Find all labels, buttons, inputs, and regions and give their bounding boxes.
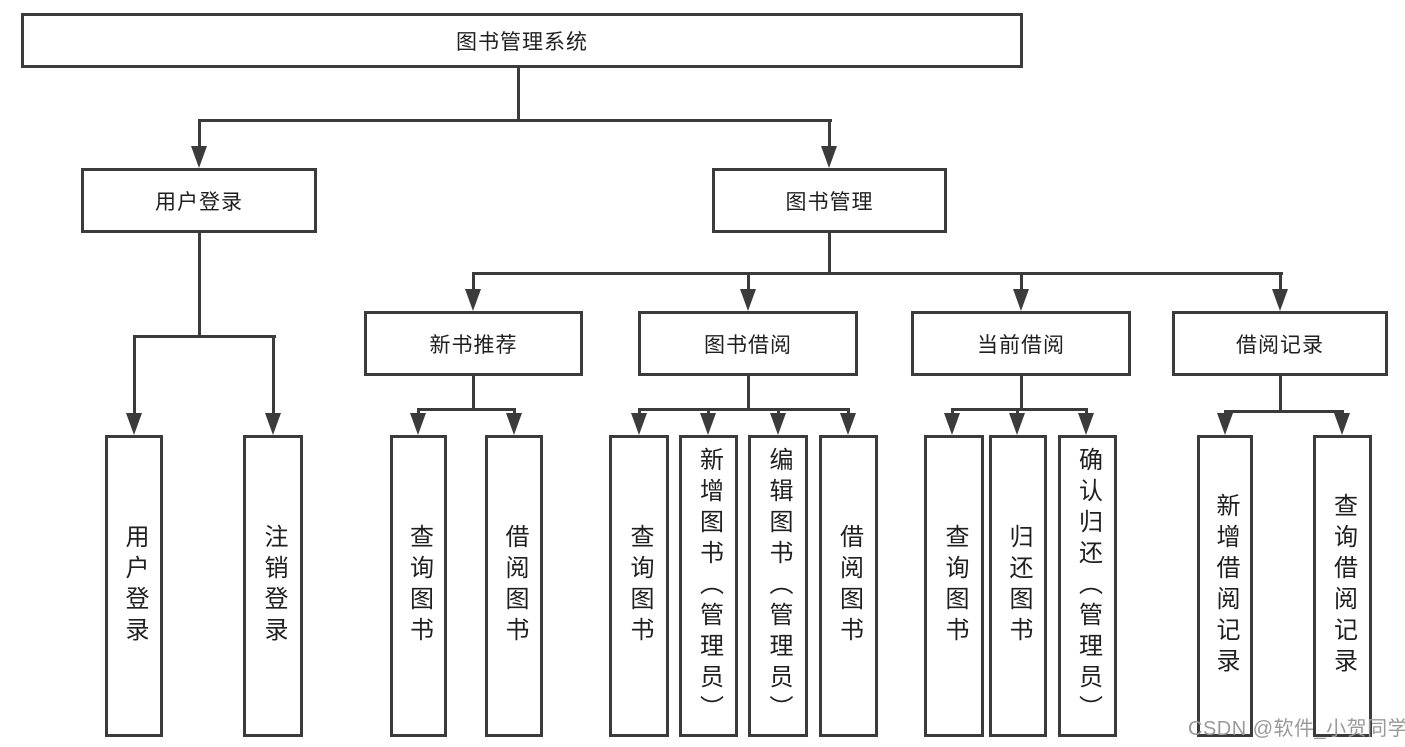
leaf-return-books-label: 归还图书: [1005, 524, 1032, 648]
leaf-query-borrow-record: 查询借阅记录: [1313, 435, 1372, 737]
arrowhead-leaf-edit-books: [770, 413, 786, 435]
node-borrow-records: 借阅记录: [1172, 311, 1388, 376]
leaf-query-books-borrow-label: 查询图书: [626, 524, 653, 648]
leaf-query-books-current-label: 查询图书: [941, 524, 968, 648]
connector-to-leaf-user-login: [133, 335, 136, 415]
arrowhead-leaf-confirm-return: [1078, 413, 1094, 435]
connector-book-borrow-branch: [638, 408, 850, 411]
node-current-borrow: 当前借阅: [911, 311, 1131, 376]
leaf-query-books-recommend-label: 查询图书: [405, 524, 433, 648]
connector-to-leaf-logout: [272, 335, 275, 415]
leaf-add-books-label: 新增图书（管理员）: [695, 446, 723, 726]
node-new-book-recommend-label: 新书推荐: [429, 333, 518, 357]
leaf-borrow-books-recommend-label: 借阅图书: [501, 524, 528, 648]
node-current-borrow-label: 当前借阅: [977, 333, 1065, 357]
leaf-borrow-books-label: 借阅图书: [835, 524, 863, 648]
arrowhead-leaf-logout: [265, 413, 281, 435]
connector-to-borrow-records: [1279, 272, 1282, 292]
leaf-edit-books-label: 编辑图书（管理员）: [765, 446, 792, 726]
connector-book-borrow-stub: [747, 376, 750, 411]
arrowhead-leaf-query-recommend: [410, 413, 426, 435]
arrowhead-leaf-borrow-books: [840, 413, 856, 435]
arrowhead-leaf-add-books: [700, 413, 716, 435]
watermark: CSDN @软件_小贺同学: [1188, 718, 1405, 740]
connector-current-borrow-stub: [1020, 376, 1023, 411]
connector-recommend-stub: [472, 376, 475, 411]
node-root-label: 图书管理系统: [456, 30, 588, 54]
arrowhead-leaf-borrow-recommend: [506, 413, 522, 435]
leaf-user-login-label: 用户登录: [121, 524, 148, 648]
node-user-login-label: 用户登录: [155, 190, 243, 214]
leaf-borrow-books: 借阅图书: [819, 435, 878, 737]
leaf-logout-label: 注销登录: [260, 524, 287, 648]
arrowhead-leaf-user-login: [126, 413, 142, 435]
connector-to-user-login: [198, 119, 201, 149]
connector-root-stub: [517, 68, 520, 122]
leaf-query-books-borrow: 查询图书: [609, 435, 669, 737]
arrowhead-new-book-recommend: [465, 289, 481, 311]
leaf-edit-books: 编辑图书（管理员）: [748, 435, 808, 737]
node-root: 图书管理系统: [21, 13, 1023, 68]
node-book-management-label: 图书管理: [785, 190, 874, 214]
arrowhead-leaf-query-current: [944, 413, 960, 435]
connector-to-book-borrow: [747, 272, 750, 292]
arrowhead-leaf-query-record: [1334, 413, 1350, 435]
leaf-borrow-books-recommend: 借阅图书: [485, 435, 543, 737]
connector-book-management-stub: [828, 233, 831, 275]
connector-borrow-records-stub: [1279, 376, 1282, 413]
leaf-return-books: 归还图书: [989, 435, 1047, 737]
connector-level3-branch: [472, 272, 1283, 275]
node-new-book-recommend: 新书推荐: [364, 311, 583, 376]
connector-to-current-borrow: [1020, 272, 1023, 292]
leaf-query-books-current: 查询图书: [924, 435, 984, 737]
arrowhead-leaf-query-borrow: [631, 413, 647, 435]
leaf-logout: 注销登录: [243, 435, 303, 737]
node-borrow-records-label: 借阅记录: [1236, 333, 1324, 357]
arrowhead-current-borrow: [1013, 289, 1029, 311]
connector-current-borrow-branch: [951, 408, 1088, 411]
node-book-borrow: 图书借阅: [638, 311, 858, 376]
connector-borrow-records-branch: [1224, 410, 1344, 413]
connector-user-login-stub: [198, 233, 201, 338]
leaf-confirm-return-label: 确认归还（管理员）: [1074, 446, 1102, 726]
leaf-user-login: 用户登录: [105, 435, 163, 737]
leaf-query-books-recommend: 查询图书: [390, 435, 447, 737]
arrowhead-leaf-add-record: [1217, 413, 1233, 435]
arrowhead-borrow-records: [1272, 289, 1288, 311]
connector-level2-branch: [198, 119, 832, 122]
node-user-login: 用户登录: [81, 168, 317, 233]
arrowhead-book-management: [821, 146, 837, 168]
leaf-query-borrow-record-label: 查询借阅记录: [1329, 493, 1357, 679]
node-book-management: 图书管理: [712, 168, 947, 233]
leaf-add-borrow-record-label: 新增借阅记录: [1212, 493, 1239, 679]
leaf-add-books: 新增图书（管理员）: [679, 435, 738, 737]
arrowhead-leaf-return-books: [1009, 413, 1025, 435]
node-book-borrow-label: 图书借阅: [704, 333, 792, 357]
connector-to-book-management: [828, 119, 831, 149]
connector-user-login-branch: [133, 335, 276, 338]
leaf-add-borrow-record: 新增借阅记录: [1197, 435, 1253, 737]
leaf-confirm-return: 确认归还（管理员）: [1058, 435, 1117, 737]
connector-to-new-book-recommend: [472, 272, 475, 292]
connector-recommend-branch: [417, 408, 516, 411]
arrowhead-user-login: [191, 146, 207, 168]
arrowhead-book-borrow: [740, 289, 756, 311]
